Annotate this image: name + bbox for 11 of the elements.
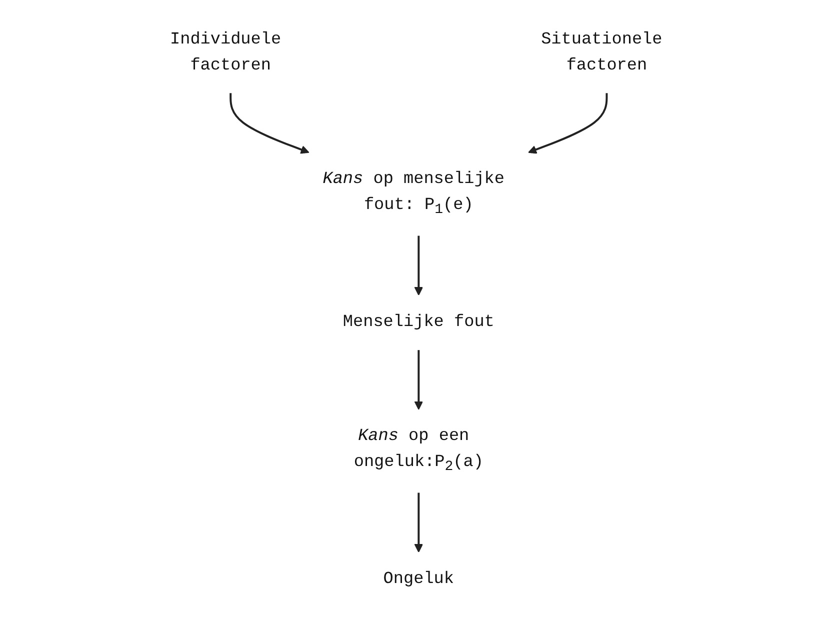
- arrow: [528, 93, 608, 154]
- node-text: Menselijke fout: [342, 312, 494, 332]
- node-text: Individuele factoren: [170, 30, 281, 75]
- arrow: [414, 236, 423, 296]
- arrow: [414, 492, 423, 553]
- arrow: [414, 350, 423, 410]
- node-text: Kans op menselijke fout: P$_{1}$(e): [322, 170, 504, 218]
- node-text: Situationele factoren: [540, 30, 662, 75]
- node-text: Ongeluk: [383, 570, 454, 589]
- node-text: Kans op een ongeluk:P$_{2}$(a): [354, 427, 484, 475]
- arrow: [229, 93, 310, 154]
